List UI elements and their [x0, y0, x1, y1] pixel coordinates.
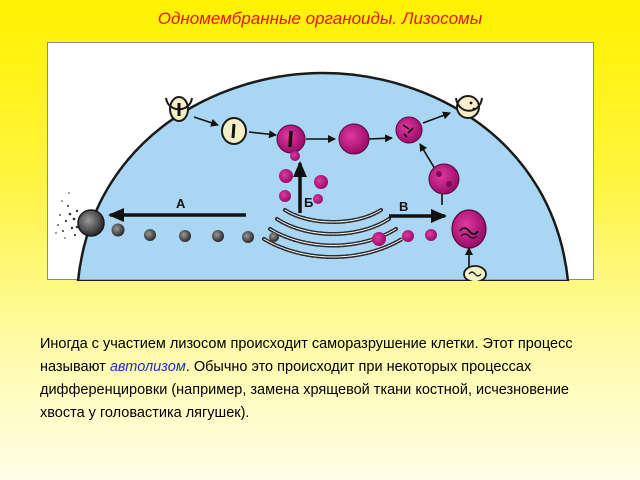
- primary-lysosomes: [279, 151, 437, 246]
- description-paragraph: Иногда с участием лизосом происходит сам…: [40, 333, 600, 425]
- arrow-6: [419, 143, 436, 170]
- endocytic-vesicle: [221, 117, 247, 145]
- description-part-1: Иногда с участием лизосом происходит сам…: [40, 335, 573, 375]
- label-a: А: [176, 196, 186, 211]
- autolysis-term: автолизом: [109, 358, 186, 375]
- description-part-2: . Обычно это происходит при некоторых пр…: [40, 358, 569, 421]
- arrow-5: [422, 111, 451, 124]
- golgi-apparatus: [262, 208, 404, 259]
- secondary-lysosome: [276, 124, 306, 154]
- mitochondrion-organelle: [463, 265, 487, 281]
- exocytosis-pocket: [455, 95, 483, 119]
- arrow-1: [193, 116, 219, 127]
- autophagic-vacuole: [428, 163, 460, 195]
- label-v: В: [399, 199, 408, 214]
- lysosome-diagram: А Б В: [47, 42, 594, 281]
- secretory-granules: [111, 223, 279, 243]
- arrow-4: [368, 134, 393, 143]
- diagram-svg: А Б В: [55, 71, 570, 281]
- autophagosome: [451, 209, 487, 249]
- label-b: Б: [304, 195, 313, 210]
- digestive-vacuole: [338, 123, 370, 155]
- endocytosis-pocket: [165, 96, 193, 122]
- slide-title: Одномембранные органоиды. Лизосомы: [157, 9, 483, 28]
- exocytosis-granule: [55, 192, 105, 239]
- digestive-vacuole-fragments: [395, 116, 423, 144]
- arrow-2: [248, 130, 277, 139]
